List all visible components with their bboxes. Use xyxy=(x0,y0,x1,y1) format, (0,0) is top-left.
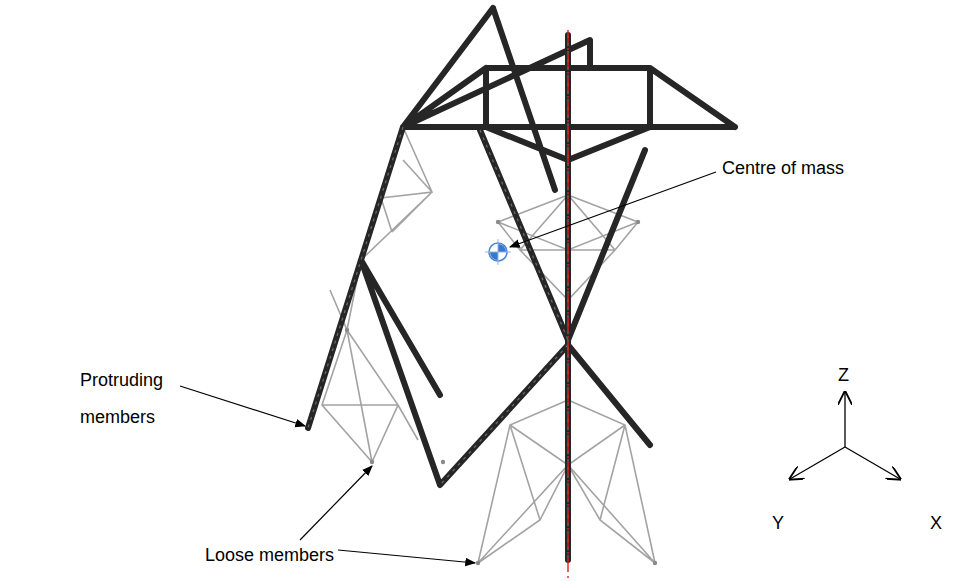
joint-dot xyxy=(476,561,480,565)
callout-label: Loose members xyxy=(205,544,334,566)
com-quadrant xyxy=(490,252,498,260)
tube-highlight xyxy=(308,35,568,560)
axis-label: Z xyxy=(838,364,849,386)
joint-dot xyxy=(653,561,657,565)
joint-dot xyxy=(496,220,500,224)
callout-label: Protruding members xyxy=(80,362,198,436)
joint-dot xyxy=(345,328,349,332)
leader-arrow xyxy=(338,550,475,563)
leader-arrow xyxy=(300,466,372,540)
centre-line xyxy=(567,30,568,578)
axis-label: X xyxy=(930,512,942,534)
joint-dot xyxy=(370,460,374,464)
centre-of-mass-symbol xyxy=(485,239,511,265)
leader-arrow xyxy=(180,386,305,426)
com-quadrant xyxy=(498,244,506,252)
leader-arrow xyxy=(510,172,716,247)
loose-members xyxy=(322,127,655,563)
axis-triad xyxy=(790,392,900,479)
axis-label: Y xyxy=(772,512,784,534)
axis-line xyxy=(844,392,845,447)
com-tick xyxy=(498,239,499,265)
main-tubes xyxy=(308,8,735,560)
axis-line xyxy=(790,447,845,479)
joint-dot xyxy=(441,460,445,464)
callout-label: Centre of mass xyxy=(722,157,844,179)
joint-dot xyxy=(636,220,640,224)
axis-line xyxy=(845,447,900,479)
loose-member-joints xyxy=(345,196,657,565)
